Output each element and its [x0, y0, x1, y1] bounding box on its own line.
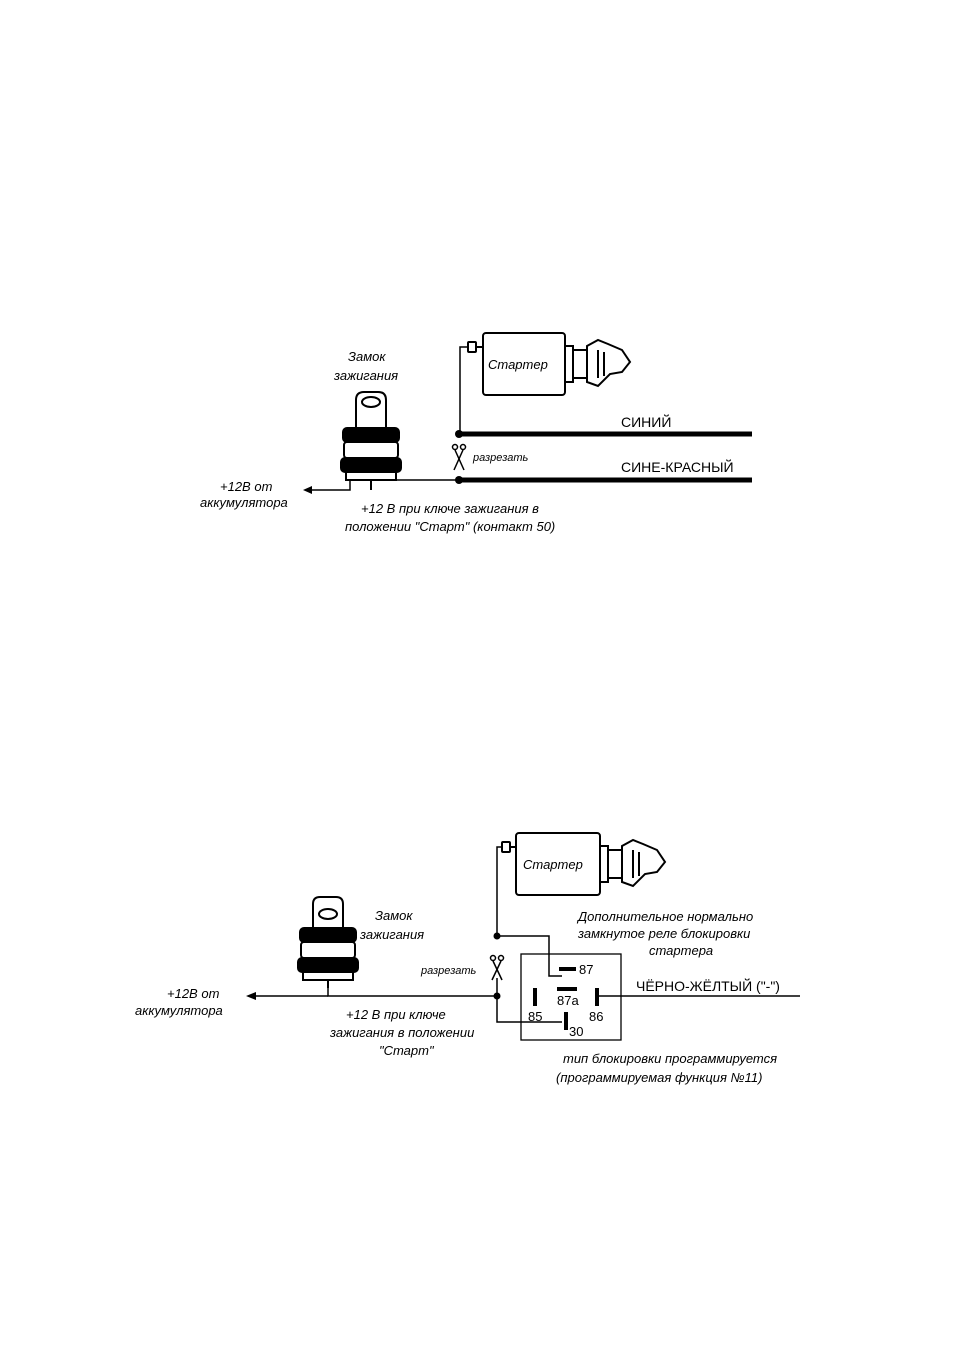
starter-icon [467, 332, 632, 396]
program-note-1: тип блокировки программируется [563, 1051, 777, 1066]
start-note-2: положении "Старт" (контакт 50) [345, 519, 555, 534]
junction-dot [455, 430, 463, 438]
relay-note-1: Дополнительное нормально [576, 909, 753, 924]
scissors-icon [489, 954, 505, 981]
ignition-lock-icon [297, 896, 359, 988]
battery-label-1: +12В от [220, 479, 273, 494]
ignition-lock-label-2: зажигания [359, 927, 424, 942]
cut-label: разрезать [420, 965, 476, 977]
diagram-1: Замок зажигания +12В от аккумулятора Ста… [200, 332, 752, 534]
starter-label: Стартер [488, 357, 548, 372]
wire-black-yellow-label: ЧЁРНО-ЖЁЛТЫЙ ("-") [636, 977, 780, 994]
battery-label-1: +12В от [167, 986, 220, 1001]
pin-30: 30 [569, 1024, 583, 1039]
starter-feed-wire [459, 346, 468, 434]
junction-dot [493, 932, 501, 940]
relay-note-2: замкнутое реле блокировки [577, 926, 750, 941]
start-note-3: "Старт" [379, 1043, 435, 1058]
battery-wire [303, 479, 459, 494]
start-note-1: +12 В при ключе [346, 1007, 446, 1022]
pin-87a: 87a [557, 993, 579, 1008]
battery-label-2: аккумулятора [135, 1003, 223, 1018]
start-note-2: зажигания в положении [329, 1025, 474, 1040]
cut-label: разрезать [472, 452, 528, 464]
diagram-2: Замок зажигания +12В от аккумулятора Ста… [135, 832, 800, 1085]
junction-dot [493, 992, 501, 1000]
starter-label: Стартер [523, 857, 583, 872]
relay-note-3: стартера [649, 943, 713, 958]
ignition-lock-icon [340, 391, 402, 490]
pin-86: 86 [589, 1009, 603, 1024]
start-note-1: +12 В при ключе зажигания в [361, 501, 539, 516]
starter-icon [501, 832, 667, 896]
ignition-lock-label-1: Замок [348, 349, 386, 364]
pin-87: 87 [579, 962, 593, 977]
battery-wire [246, 988, 497, 1000]
wire-blue-label: СИНИЙ [621, 413, 671, 430]
wire-blue-red-label: СИНЕ-КРАСНЫЙ [621, 458, 734, 475]
wire-to-87 [497, 935, 562, 977]
starter-feed-wire [496, 846, 502, 936]
ignition-lock-label-1: Замок [375, 908, 413, 923]
scissors-icon [451, 443, 467, 471]
ignition-lock-label-2: зажигания [333, 368, 398, 383]
relay-icon [520, 953, 622, 1041]
junction-dot [455, 476, 463, 484]
battery-label-2: аккумулятора [200, 495, 288, 510]
pin-85: 85 [528, 1009, 542, 1024]
program-note-2: (программируемая функция №11) [556, 1070, 762, 1085]
